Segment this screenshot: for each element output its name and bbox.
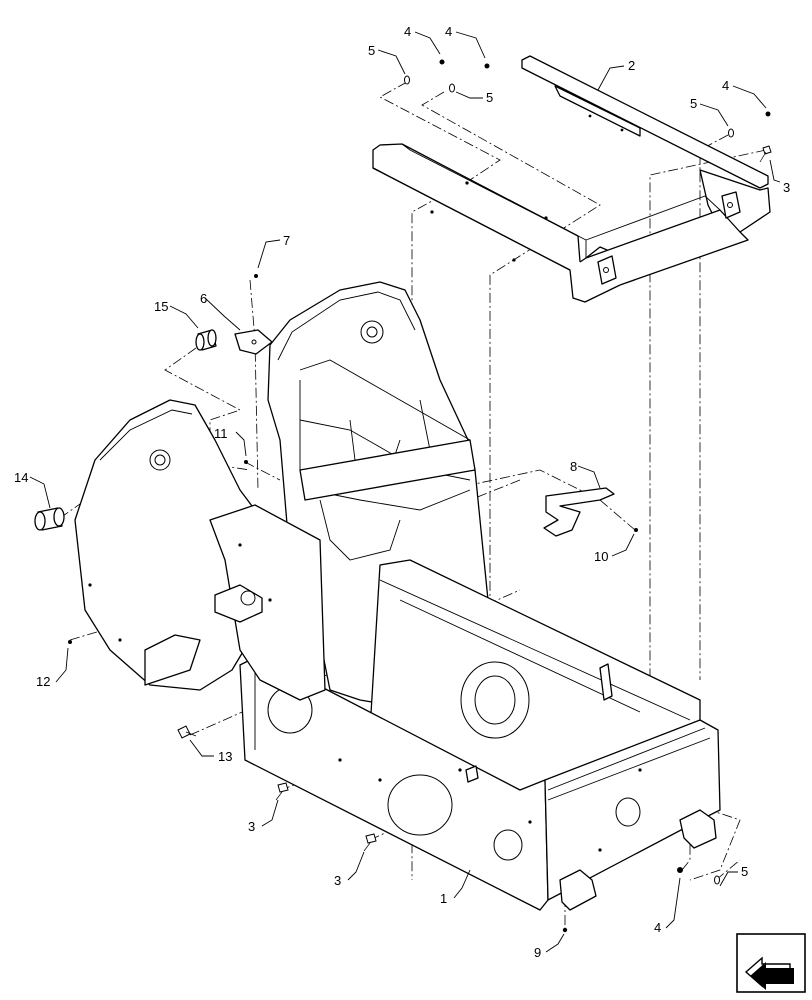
callout-4-top-a: 4 (404, 24, 411, 39)
callout-10: 10 (594, 549, 608, 564)
bolt-3-lower (363, 833, 377, 852)
callout-5-top-b: 5 (486, 90, 493, 105)
left-upright (74, 399, 326, 701)
callout-3-top-right: 3 (783, 180, 790, 195)
callout-3-left: 3 (248, 819, 255, 834)
callout-12: 12 (36, 674, 50, 689)
callout-labels: 1 2 3 3 3 4 4 4 4 5 5 5 5 6 7 8 9 10 11 … (14, 24, 790, 960)
callout-9: 9 (534, 945, 541, 960)
callout-14: 14 (14, 470, 28, 485)
bolt-13 (177, 725, 197, 739)
fasteners-4-5 (404, 59, 771, 885)
bushing-14 (34, 507, 65, 531)
callout-15: 15 (154, 299, 168, 314)
bushing-15 (195, 329, 217, 351)
bolt-3-left (275, 782, 289, 801)
callout-11: 11 (214, 426, 228, 441)
main-chassis (239, 281, 721, 911)
front-direction-arrow-icon (736, 933, 806, 993)
bolt-3-top-right (759, 145, 772, 163)
frame-top-assembly (372, 55, 771, 303)
callout-1: 1 (440, 891, 447, 906)
callout-5-top-a: 5 (368, 43, 375, 58)
callout-4-right: 4 (722, 78, 729, 93)
callout-7: 7 (283, 233, 290, 248)
plate-6 (234, 329, 273, 355)
bracket-8 (543, 487, 615, 537)
callout-6: 6 (200, 291, 207, 306)
callout-8: 8 (570, 459, 577, 474)
callout-leaders (29, 31, 781, 953)
callout-5-bottom: 5 (741, 864, 748, 879)
callout-4-top-b: 4 (445, 24, 452, 39)
callout-2: 2 (628, 58, 635, 73)
callout-3-lower: 3 (334, 873, 341, 888)
pins (68, 274, 638, 933)
callout-4-bottom: 4 (654, 920, 661, 935)
callout-13: 13 (218, 749, 232, 764)
callout-5-right: 5 (690, 96, 697, 111)
